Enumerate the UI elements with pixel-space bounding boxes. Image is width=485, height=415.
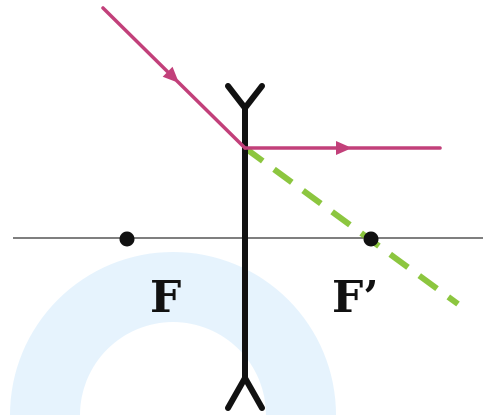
refracted-ray-arrowhead [336,141,352,155]
lens-bottom-head [225,375,265,411]
focal-point-right [363,231,379,247]
focal-point-left [119,231,135,247]
lens-top-head [225,83,265,111]
diverging-lens [225,83,265,411]
watermark-ring [10,252,336,415]
focal-label-left: F [150,272,181,323]
focal-label-right: F’ [332,272,379,323]
incident-ray-arrowhead [162,66,179,83]
virtual-ray-extension [243,145,460,307]
